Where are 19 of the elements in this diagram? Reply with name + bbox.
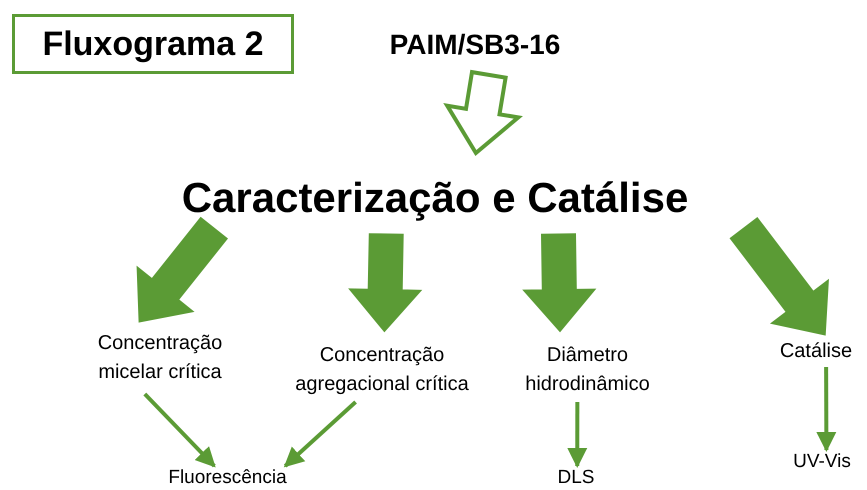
block-arrow [348,233,422,332]
arrow [816,367,836,452]
heading-text: Caracterização e Catálise [182,172,688,223]
title-box: Fluxograma 2 [12,14,294,74]
node-label: PAIM/SB3-16 [390,28,560,62]
arrow [143,392,216,468]
arrow [567,402,588,468]
hollow-block-arrow [443,70,523,156]
node-label: Concentração micelar crítica [96,331,224,385]
block-arrow [730,217,829,336]
block-arrow [522,233,596,332]
node-label: DLS [558,466,594,490]
node-label: Fluorescência [168,466,287,490]
arrow [284,400,357,468]
node-label: Catálise [780,338,852,364]
node-label: Concentração agregacional crítica [294,343,470,397]
block-arrow [136,216,228,323]
node-label: UV-Vis [793,450,851,474]
node-label: Diâmetro hidrodinâmico [524,343,651,397]
